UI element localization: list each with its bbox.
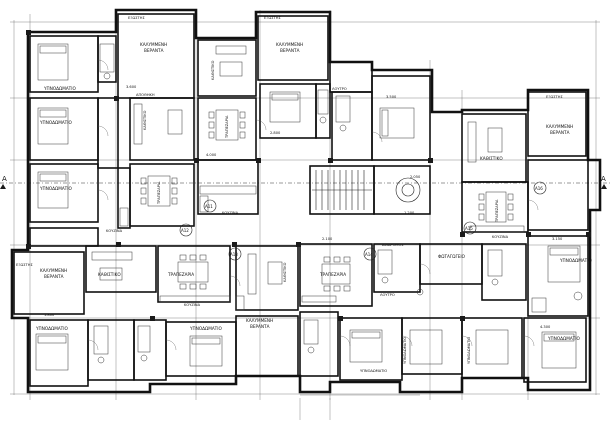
section-line: A A bbox=[0, 175, 610, 189]
label-bath-2: ΛΟΥΤΡΟ bbox=[380, 293, 395, 297]
label-dining-1: ΤΡΑΠΕΖΑΡΙΑ bbox=[157, 181, 161, 205]
label-veranda-2a: ΚΑΛΥΜΜΕΝΗ bbox=[276, 42, 303, 47]
dim-1: 3.600 bbox=[126, 85, 137, 89]
label-lightwell: ΦΩΤΑΓΩΓΕΙΟ bbox=[438, 254, 466, 259]
dining-tables bbox=[140, 109, 514, 292]
label-bedroom-9: ΥΠΝΟΔΩΜΑΤΙΟ bbox=[403, 337, 407, 364]
label-dining-2: ΤΡΑΠΕΖΑΡΙΑ bbox=[225, 115, 229, 139]
dim-3: 2.800 bbox=[270, 131, 281, 135]
label-living-1: ΚΑΘΙΣΤΙΚΟ bbox=[143, 110, 147, 130]
label-veranda-1b: ΒΕΡΑΝΤΑ bbox=[144, 48, 164, 53]
label-dining-4: ΤΡΑΠΕΖΑΡΙΑ bbox=[319, 272, 346, 277]
label-veranda-2b: ΒΕΡΑΝΤΑ bbox=[280, 48, 300, 53]
walls-bottom-left bbox=[13, 245, 299, 387]
unit-tag-4: A14 bbox=[365, 252, 373, 257]
unit-tags: A11 A12 A13 A14 A15 A16 bbox=[179, 181, 547, 261]
label-bedroom-2: ΥΠΝΟΔΩΜΑΤΙΟ bbox=[39, 120, 72, 125]
label-veranda-1a: ΚΑΛΥΜΜΕΝΗ bbox=[140, 42, 167, 47]
room-labels: ΥΠΝΟΔΩΜΑΤΙΟ ΥΠΝΟΔΩΜΑΤΙΟ ΥΠΝΟΔΩΜΑΤΙΟ ΚΑΛΥ… bbox=[16, 16, 592, 373]
dim-9: 4.300 bbox=[540, 325, 551, 329]
label-living-5: ΚΑΘΙΣΤΙΚΟ bbox=[480, 156, 503, 161]
label-veranda-4b: ΒΕΡΑΝΤΑ bbox=[44, 274, 64, 279]
label-bedroom-6: ΥΠΝΟΔΩΜΑΤΙΟ bbox=[189, 326, 222, 331]
walls-top-left bbox=[29, 13, 259, 247]
stair bbox=[312, 170, 421, 210]
columns bbox=[26, 30, 591, 321]
label-bedroom-4: ΥΠΝΟΔΩΜΑΤΙΟ bbox=[559, 258, 592, 263]
sofas bbox=[91, 45, 503, 295]
label-dining-5: ΤΡΑΠΕΖΑΡΙΑ bbox=[495, 199, 499, 223]
label-kitchen-3: ΚΟΥΖΙΝΑ bbox=[184, 303, 201, 307]
walls-bottom-right bbox=[299, 235, 589, 383]
label-bath-1: ΛΟΥΤΡΟ bbox=[332, 87, 347, 91]
label-ext-1: ΕΞΩΣΤΗΣ bbox=[128, 16, 145, 20]
beds bbox=[35, 43, 581, 371]
outer-walls bbox=[10, 8, 602, 394]
kitchen-counters bbox=[119, 185, 525, 311]
bath-fixtures bbox=[93, 43, 583, 364]
unit-tag-2: A12 bbox=[181, 228, 189, 233]
label-ext-4: ΕΞΩΣΤΗΣ bbox=[16, 263, 33, 267]
label-kitchen-2: ΚΟΥΖΙΝΑ bbox=[106, 229, 123, 233]
label-veranda-5a: ΚΑΛΥΜΜΕΝΗ bbox=[246, 318, 273, 323]
label-kitchen-1: ΚΟΥΖΙΝΑ bbox=[222, 211, 239, 215]
label-ext-3: ΕΞΩΣΤΗΣ bbox=[546, 95, 563, 99]
label-hall: ΔΙΑΔΡΟΜΟΣ bbox=[382, 243, 404, 247]
label-living-3: ΚΑΘΙΣΤΙΚΟ bbox=[98, 272, 121, 277]
label-bedroom-8: ΥΠΝΟΔΩΜΑΤΙΟ bbox=[360, 369, 387, 373]
walls-top-right bbox=[461, 91, 589, 233]
dim-10: 2.050 bbox=[410, 175, 421, 179]
label-living-4: ΚΑΘΙΣΤΙΚΟ bbox=[283, 262, 287, 282]
dim-8: 1.800 bbox=[44, 313, 55, 317]
dimensions: 3.600 4.000 2.800 3.500 1.200 2.100 3.15… bbox=[44, 85, 563, 329]
unit-tag-6: A16 bbox=[535, 186, 543, 191]
label-bedroom-1: ΥΠΝΟΔΩΜΑΤΙΟ bbox=[43, 86, 76, 91]
label-veranda-3b: ΒΕΡΑΝΤΑ bbox=[550, 130, 570, 135]
label-bedroom-3: ΥΠΝΟΔΩΜΑΤΙΟ bbox=[39, 186, 72, 191]
label-veranda-4a: ΚΑΛΥΜΜΕΝΗ bbox=[40, 268, 67, 273]
unit-tag-5: A15 bbox=[465, 226, 473, 231]
walls-top-center bbox=[257, 15, 431, 215]
label-ext-2: ΕΞΩΣΤΗΣ bbox=[264, 16, 281, 20]
label-bedroom-7: ΥΠΝΟΔΩΜΑΤΙΟ bbox=[547, 336, 580, 341]
dim-2: 4.000 bbox=[206, 153, 217, 157]
section-mark-right: A bbox=[601, 175, 606, 183]
section-mark-left: A bbox=[2, 175, 7, 183]
dim-7: 3.150 bbox=[552, 237, 563, 241]
dim-5: 1.200 bbox=[404, 211, 415, 215]
label-bedroom-5: ΥΠΝΟΔΩΜΑΤΙΟ bbox=[35, 326, 68, 331]
unit-tag-1: A11 bbox=[205, 204, 213, 209]
dim-6: 2.100 bbox=[322, 237, 333, 241]
label-store: ΑΠΟΘΗΚΗ bbox=[136, 93, 155, 97]
label-living-2: ΚΑΘΙΣΤΙΚΟ bbox=[211, 60, 215, 80]
label-kitchen-4: ΚΟΥΖΙΝΑ bbox=[492, 235, 509, 239]
dim-4: 3.500 bbox=[386, 95, 397, 99]
unit-tag-3: A13 bbox=[230, 252, 238, 257]
label-dining-3: ΤΡΑΠΕΖΑΡΙΑ bbox=[167, 272, 194, 277]
door-swings bbox=[87, 59, 539, 351]
label-veranda-3a: ΚΑΛΥΜΜΕΝΗ bbox=[546, 124, 573, 129]
label-veranda-5b: ΒΕΡΑΝΤΑ bbox=[250, 324, 270, 329]
label-bedroom-10: ΥΠΝΟΔΩΜΑΤΙΟ bbox=[467, 337, 471, 364]
